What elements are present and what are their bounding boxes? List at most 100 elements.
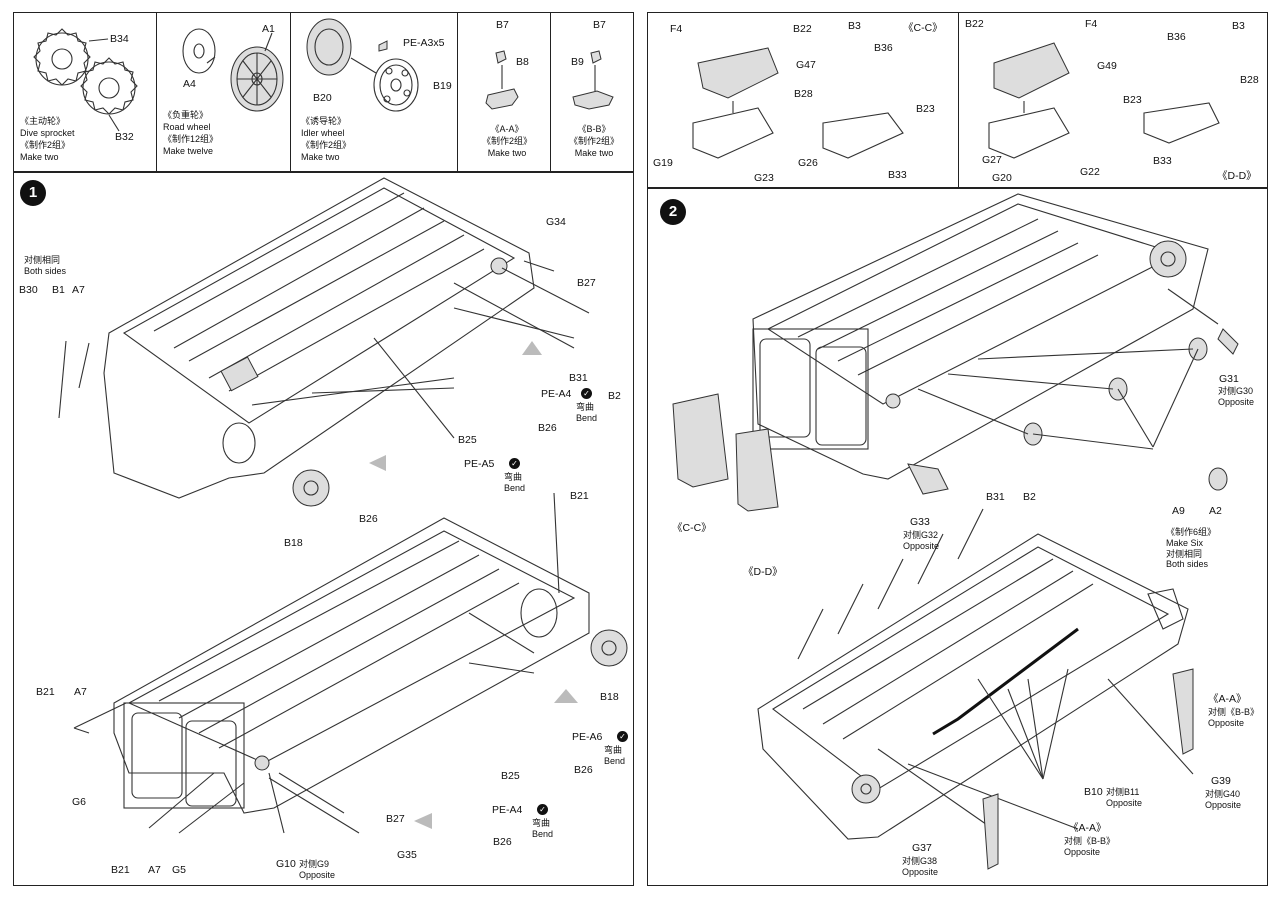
- s2-label-cc: 《C-C》: [672, 522, 712, 534]
- idler-cn: 《诱导轮》: [301, 116, 347, 126]
- s2-make-six: 《制作6组》 Make Six 对侧相同 Both sides: [1166, 527, 1216, 570]
- aa-cell: B7 B8 《A-A》 《制作2组》 Make two: [458, 13, 551, 171]
- g37-opposite: Opposite: [902, 866, 939, 877]
- road-wheel-name: Road wheel: [163, 122, 211, 133]
- bend-cn: 弯曲: [576, 402, 595, 412]
- step1-both-sides-note: 对侧相同 Both sides: [24, 255, 66, 277]
- make-six-cn: 《制作6组》: [1166, 527, 1217, 537]
- s2-label-a2: A2: [1209, 505, 1222, 517]
- s1-label-b21-upper: B21: [570, 490, 589, 502]
- aa-cn-make: 《制作2组》: [482, 136, 533, 147]
- bend-icon: ✓: [509, 458, 520, 469]
- road-wheel-label-a1: A1: [262, 23, 275, 35]
- s1-label-g10: G10: [276, 858, 296, 870]
- s1-label-g5: G5: [172, 864, 187, 876]
- bend-en: Bend: [532, 828, 554, 839]
- s2-label-b10: B10: [1084, 786, 1103, 798]
- s1-label-b18-upper: B18: [284, 537, 303, 549]
- cc-cell: F4 B22 G47 B3 B36 B28 B23 G19 G26 G23 B3…: [648, 13, 959, 187]
- parts-strip-right: F4 B22 G47 B3 B36 B28 B23 G19 G26 G23 B3…: [647, 12, 1268, 188]
- s2-label-dd: 《D-D》: [743, 566, 783, 578]
- s2-g37-opposite: 对侧G38 Opposite: [902, 856, 938, 878]
- parts-strip-left: B34 B32 《主动轮》 Dive sprocket 《制作2组》 Make …: [13, 12, 634, 172]
- bend-en: Bend: [576, 412, 598, 423]
- cc-label-g19: G19: [653, 157, 673, 169]
- sprocket-drawing: [33, 28, 138, 132]
- s1-label-b21-l2: B21: [111, 864, 130, 876]
- idler-label-b20: B20: [313, 92, 332, 104]
- step1-panel: 1: [13, 172, 634, 886]
- cc-label-b28: B28: [794, 88, 813, 100]
- s1-label-b26-b: B26: [359, 513, 378, 525]
- cc-label-f4: F4: [670, 23, 683, 35]
- s1-g10-opposite: 对侧G9 Opposite: [299, 859, 335, 881]
- sprocket-label-b32: B32: [115, 131, 134, 143]
- bend-icon: ✓: [581, 388, 592, 399]
- s1-label-b26-d: B26: [574, 764, 593, 776]
- s1-label-b31: B31: [569, 372, 588, 384]
- dd-label-f4: F4: [1085, 18, 1098, 30]
- road-wheel-label-a4: A4: [183, 78, 196, 90]
- bb-cn-make: 《制作2组》: [569, 136, 620, 147]
- dd-drawing: [988, 42, 1220, 159]
- cc-label-g47: G47: [796, 59, 816, 71]
- dd-label-g49: G49: [1097, 60, 1117, 72]
- road-wheel-cell: A1 A4 《负重轮》 Road wheel 《制作12组》 Make twel…: [157, 13, 291, 171]
- s2-label-g37: G37: [912, 842, 932, 854]
- cc-title: 《C-C》: [903, 22, 943, 34]
- cc-label-b36: B36: [874, 42, 893, 54]
- s2-label-aa-right: 《A-A》: [1208, 693, 1247, 705]
- b10-opposite: Opposite: [1106, 797, 1143, 808]
- bend-icon: ✓: [537, 804, 548, 815]
- s2-bb-opposite-lower: 对侧《B-B》 Opposite: [1064, 836, 1115, 858]
- road-wheel-make: Make twelve: [163, 146, 214, 157]
- aa-label-b7: B7: [496, 19, 509, 31]
- idler-cn-make: 《制作2组》: [301, 140, 352, 151]
- idler-label-b19: B19: [433, 80, 452, 92]
- step2-number: 2: [660, 199, 686, 225]
- bend-cn: 弯曲: [604, 745, 623, 755]
- s1-label-b25-lower: B25: [501, 770, 520, 782]
- s1-label-b27: B27: [577, 277, 596, 289]
- dd-label-b22: B22: [965, 18, 984, 30]
- s1-bend-mid: 弯曲 Bend: [504, 472, 525, 494]
- s1-bend-lower-1: 弯曲 Bend: [532, 818, 553, 840]
- bb-opposite-cn: 对侧《B-B》: [1208, 707, 1260, 717]
- road-wheel-caption: 《负重轮》 Road wheel 《制作12组》 Make twelve: [163, 109, 218, 158]
- aa-drawing: [485, 50, 519, 110]
- sprocket-cell: B34 B32 《主动轮》 Dive sprocket 《制作2组》 Make …: [14, 13, 157, 171]
- bb-opposite: Opposite: [1064, 846, 1101, 857]
- dd-label-b28: B28: [1240, 74, 1259, 86]
- s1-label-b21-l1: B21: [36, 686, 55, 698]
- step2-hull-drawings: [672, 193, 1239, 870]
- bend-cn: 弯曲: [504, 472, 523, 482]
- b10-opposite-cn: 对侧B11: [1106, 787, 1140, 797]
- aa-title: 《A-A》: [490, 124, 524, 134]
- s1-label-a7-l1: A7: [74, 686, 87, 698]
- step1-hull-drawings: [58, 177, 628, 834]
- aa-label-b8: B8: [516, 56, 529, 68]
- g39-opposite: Opposite: [1205, 799, 1242, 810]
- s2-g33-opposite: 对侧G32 Opposite: [903, 530, 939, 552]
- s1-label-b18-lower: B18: [600, 691, 619, 703]
- bb-label-b7: B7: [593, 19, 606, 31]
- s2-label-g31: G31: [1219, 373, 1239, 385]
- cc-label-g23: G23: [754, 172, 774, 184]
- aa-make: Make two: [487, 148, 527, 159]
- idler-name: Idler wheel: [301, 128, 345, 139]
- g31-opposite-cn: 对侧G30: [1218, 386, 1254, 396]
- sprocket-make: Make two: [20, 152, 59, 163]
- step1-number: 1: [20, 180, 46, 206]
- s2-both-sides-cn: 对侧相同: [1166, 548, 1203, 559]
- dd-label-b3: B3: [1232, 20, 1245, 32]
- road-wheel-cn-make: 《制作12组》: [163, 134, 219, 145]
- s1-label-pe-a4-lower: PE-A4: [492, 804, 523, 816]
- s1-label-g34: G34: [546, 216, 566, 228]
- dd-title: 《D-D》: [1217, 170, 1257, 182]
- dd-label-g20: G20: [992, 172, 1012, 184]
- step1-both-sides: Both sides: [24, 265, 67, 276]
- s1-label-b26-a: B26: [538, 422, 557, 434]
- bb-opposite-cn: 对侧《B-B》: [1064, 836, 1116, 846]
- sprocket-cn: 《主动轮》: [20, 116, 66, 126]
- bend-en: Bend: [604, 755, 626, 766]
